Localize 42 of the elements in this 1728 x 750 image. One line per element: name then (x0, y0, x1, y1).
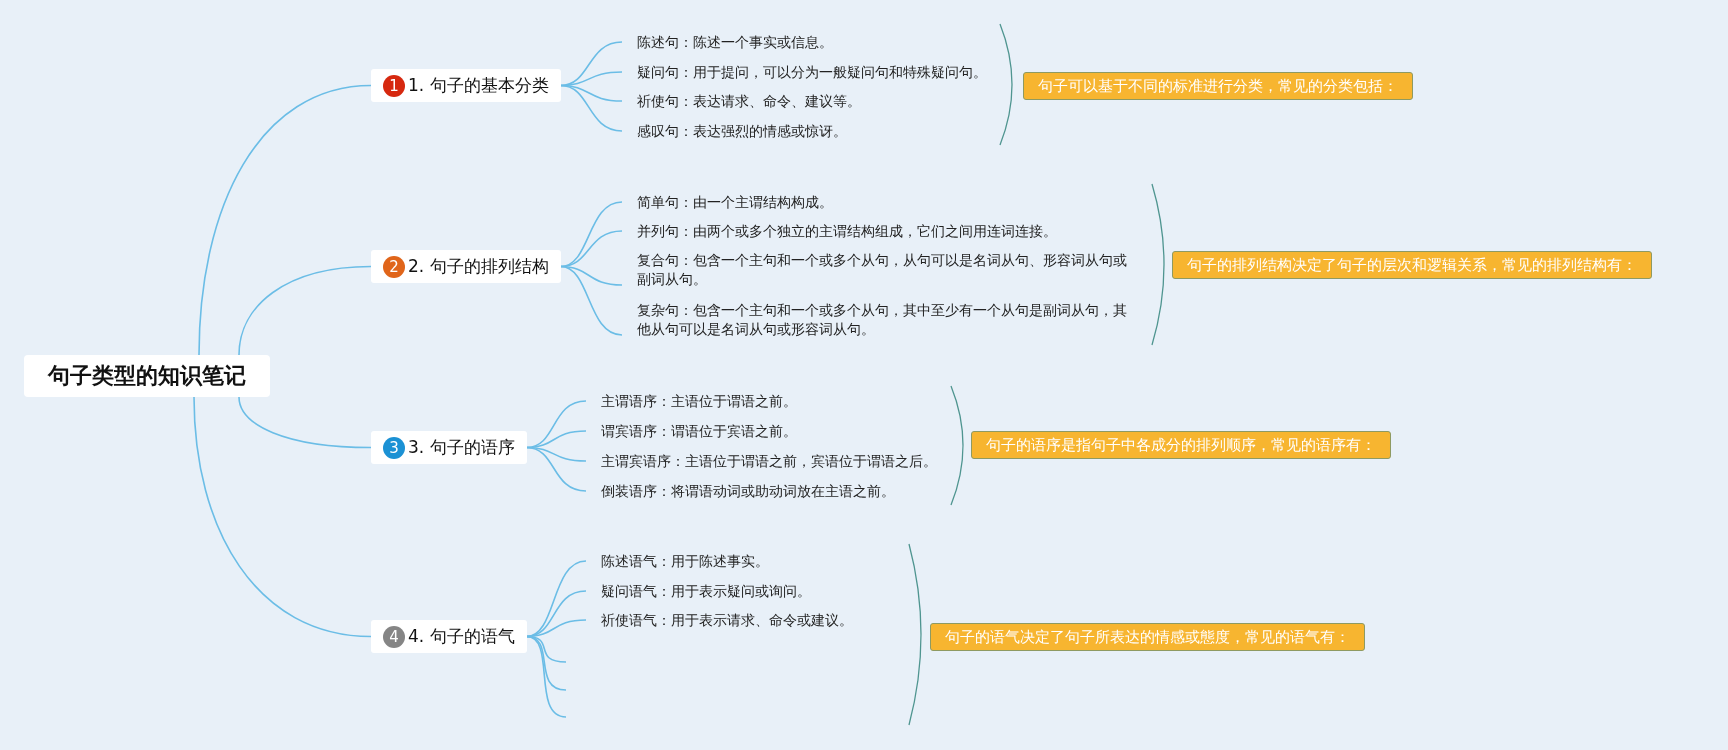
connector-line (559, 84, 623, 132)
topic-box (371, 431, 527, 464)
topic-box (371, 250, 561, 283)
subtopic-text: 疑问语气：用于表示疑问或询问。 (586, 581, 811, 601)
connector-line (559, 201, 623, 268)
connector-line (559, 265, 623, 336)
subtopic-text: 疑问句：用于提问，可以分为一般疑问句和特殊疑问句。 (622, 62, 987, 82)
subtopic-text: 祈使语气：用于表示请求、命令或建议。 (586, 610, 853, 630)
connector-line (238, 396, 372, 449)
subtopic-text: 复杂句：包含一个主句和一个或多个从句，其中至少有一个从句是副词从句，其他从句可以是名词从句或形容词从句。 (622, 301, 1127, 339)
number-badge: 4 (383, 625, 405, 648)
subtopic-text: 陈述句：陈述一个事实或信息。 (622, 32, 833, 52)
connector-line (198, 84, 372, 356)
topic-label: 3. 句子的语序 (408, 436, 515, 459)
number-badge: 2 (383, 255, 405, 278)
subtopic-text: 主谓宾语序：主语位于谓语之前，宾语位于谓语之后。 (586, 451, 937, 471)
topic-box (371, 69, 561, 102)
subtopic-text: 倒装语序：将谓语动词或助动词放在主语之前。 (586, 481, 895, 501)
subtopic-text: 并列句：由两个或多个独立的主谓结构组成，它们之间用连词连接。 (622, 221, 1057, 241)
subtopic-text: 陈述语气：用于陈述事实。 (586, 551, 769, 571)
topic-label: 1. 句子的基本分类 (408, 74, 549, 97)
topic-box (371, 620, 527, 653)
topic-label: 2. 句子的排列结构 (408, 255, 549, 278)
number-badge: 1 (383, 74, 405, 97)
subtopic-text: 主谓语序：主语位于谓语之前。 (586, 391, 797, 411)
summary-box: 句子的语气决定了句子所表达的情感或態度，常见的语气有： (930, 623, 1365, 651)
subtopic-text: 复合句：包含一个主句和一个或多个从句，从句可以是名词从句、形容词从句或副词从句。 (622, 251, 1127, 289)
summary-box: 句子的排列结构决定了句子的层次和逻辑关系，常见的排列结构有： (1172, 251, 1652, 279)
subtopic-text: 祈使句：表达请求、命令、建议等。 (622, 91, 861, 111)
subtopic-text: 感叹句：表达强烈的情感或惊讶。 (622, 121, 847, 141)
summary-box: 句子的语序是指句子中各成分的排列顺序，常见的语序有： (971, 431, 1391, 459)
connector-line (525, 635, 567, 718)
subtopic-text: 谓宾语序：谓语位于宾语之前。 (586, 421, 797, 441)
connector-line (525, 446, 587, 492)
number-badge: 3 (383, 436, 405, 459)
connector-line (238, 265, 372, 356)
subtopic-text: 简单句：由一个主谓结构构成。 (622, 192, 833, 212)
connector-line (525, 560, 587, 638)
connector-line (193, 396, 372, 638)
topic-label: 4. 句子的语气 (408, 625, 515, 648)
root-topic-box: 句子类型的知识笔记 (24, 355, 270, 397)
summary-box: 句子可以基于不同的标准进行分类，常见的分类包括： (1023, 72, 1413, 100)
